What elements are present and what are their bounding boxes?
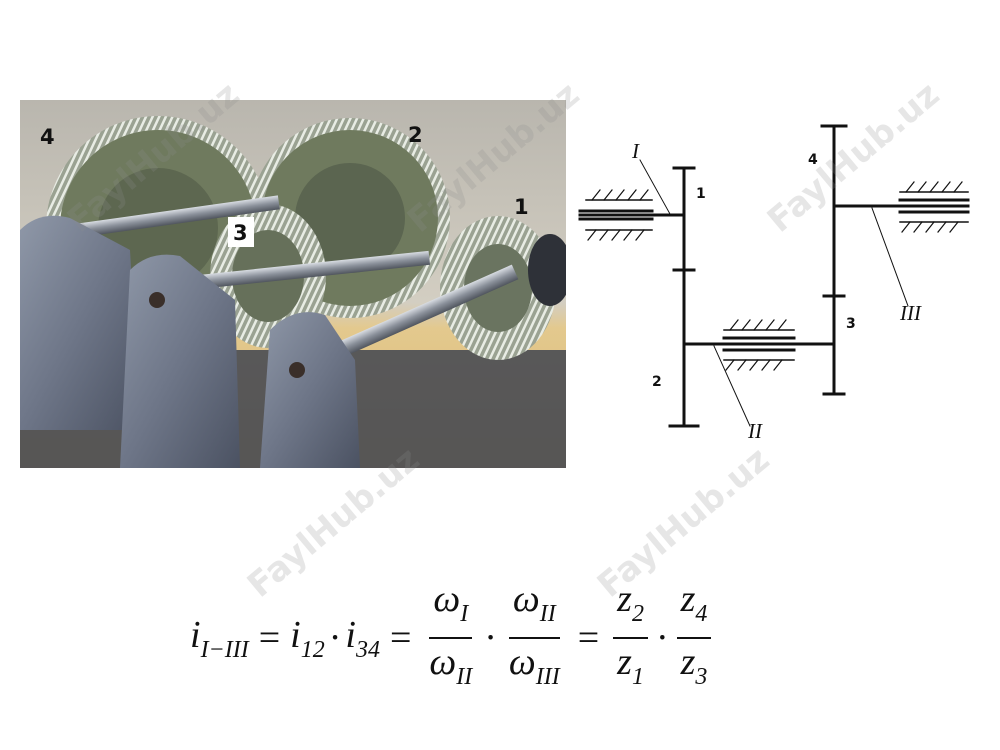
multiply-dot: · (655, 617, 669, 659)
fraction-omega-1: ωI ωII (425, 578, 476, 698)
symbol-z: z (617, 578, 632, 620)
photo-label-3: 3 (233, 221, 248, 245)
support-left (20, 215, 140, 430)
gear-4-symbol (820, 124, 848, 298)
photo-label-1: 1 (514, 195, 529, 219)
symbol-i: i (345, 613, 356, 656)
numerator: ωI (429, 578, 473, 639)
bearing-shaft-1 (578, 189, 654, 241)
equals-sign: = (258, 617, 281, 659)
shaft-upper (60, 195, 280, 240)
symbol-z: z (680, 578, 696, 620)
subscript-i-iii: I−III (200, 636, 249, 663)
fraction-z-1: z2 z1 (613, 578, 648, 698)
subscript: 4 (695, 601, 708, 627)
multiply-dot: · (328, 617, 342, 659)
gear-train-photo: 4 2 3 1 (20, 100, 566, 468)
numerator: z4 (676, 578, 712, 639)
scheme-shaft-label-3: III (899, 301, 922, 325)
gear-1-symbol (672, 166, 696, 272)
subscript-12: 12 (300, 636, 325, 663)
subscript-34: 34 (355, 636, 380, 663)
shaft-lower (320, 264, 519, 365)
symbol-z: z (680, 641, 696, 683)
equals-sign: = (577, 617, 600, 659)
fraction-omega-2: ωII ωIII (505, 578, 564, 698)
support-right (260, 312, 360, 468)
denominator: ωIII (505, 639, 564, 698)
formula-lhs: iI−III (190, 613, 249, 664)
shaft-middle (170, 250, 431, 292)
symbol-omega: ω (433, 578, 461, 620)
leader-shaft-3 (871, 207, 909, 307)
scheme-label-2: 2 (652, 374, 662, 390)
term-i34: i34 (345, 613, 380, 664)
equals-sign: = (389, 617, 412, 659)
denominator: z3 (677, 639, 712, 698)
subscript: II (456, 664, 473, 690)
multiply-dot: · (484, 617, 497, 659)
photo-label-3-bg (228, 217, 254, 247)
symbol-omega: ω (512, 578, 540, 620)
term-i12: i12 (290, 613, 325, 664)
subscript: I (460, 601, 469, 627)
leader-shaft-1 (639, 159, 671, 215)
scheme-label-3: 3 (846, 316, 856, 332)
support-middle (120, 254, 240, 468)
symbol-omega: ω (429, 641, 457, 683)
leader-shaft-2 (713, 345, 751, 427)
numerator: ωII (508, 578, 560, 639)
subscript: 3 (695, 664, 708, 690)
symbol-i: i (290, 613, 301, 656)
photo-label-2: 2 (408, 123, 423, 147)
symbol-i: i (190, 613, 201, 656)
denominator: z1 (613, 639, 648, 698)
scheme-shaft-label-1: I (631, 139, 640, 163)
photo-label-4: 4 (40, 125, 55, 149)
kinematic-scheme: 1 2 3 4 I II III (578, 124, 970, 443)
gear-ratio-formula: iI−III = i12 · i34 = ωI ωII · ωII ωIII =… (190, 578, 830, 690)
bolt-middle (149, 292, 165, 308)
gear-2-symbol (668, 268, 700, 428)
subscript: II (539, 601, 556, 627)
bolt-right (289, 362, 305, 378)
symbol-z: z (617, 641, 632, 683)
subscript: 1 (631, 664, 644, 690)
scheme-label-4: 4 (808, 152, 818, 168)
subscript: III (535, 664, 560, 690)
bearing-shaft-2 (722, 319, 796, 371)
subscript: 2 (631, 601, 644, 627)
scheme-label-1: 1 (696, 186, 706, 202)
numerator: z2 (613, 578, 648, 639)
denominator: ωII (425, 639, 476, 698)
bearing-shaft-3 (898, 181, 970, 233)
fraction-z-2: z4 z3 (676, 578, 712, 698)
scheme-shaft-label-2: II (747, 419, 763, 443)
symbol-omega: ω (508, 641, 536, 683)
